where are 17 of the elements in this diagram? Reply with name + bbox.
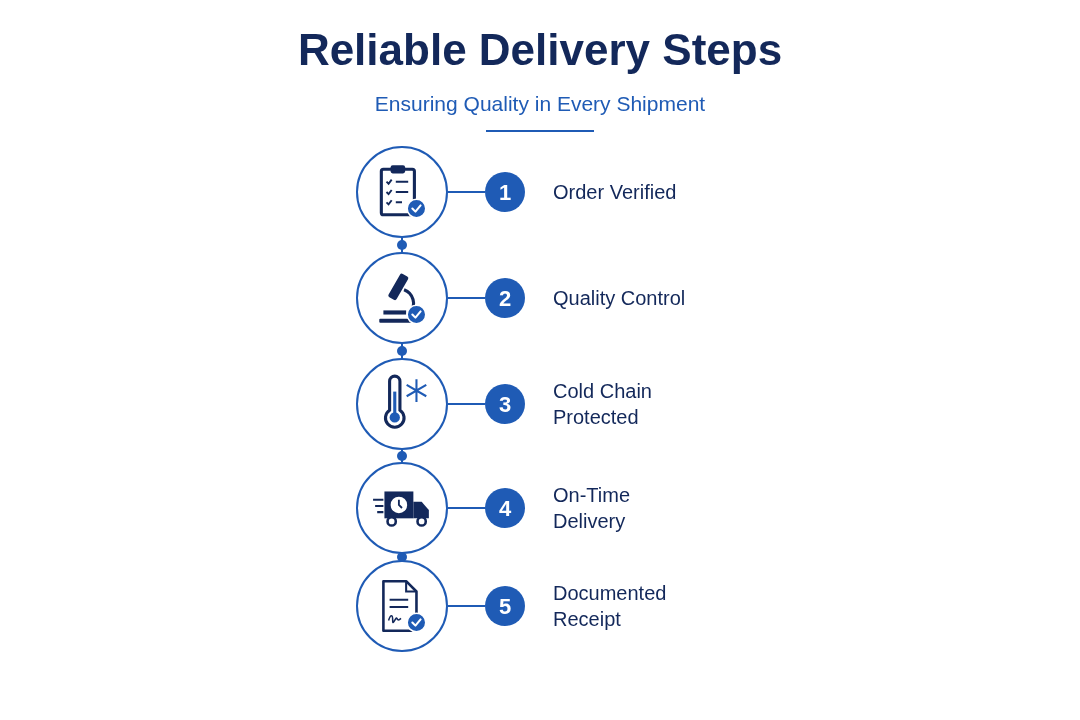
subtitle: Ensuring Quality in Every Shipment [373, 91, 707, 117]
connector-line [447, 191, 486, 193]
step-number: 5 [485, 586, 525, 626]
connector-line [447, 403, 486, 405]
step-number: 1 [485, 172, 525, 212]
step-label: Documented Receipt [553, 581, 668, 632]
step-label: Quality Control [553, 286, 687, 311]
step-label: Order Verified [553, 180, 678, 205]
step-number: 4 [485, 488, 525, 528]
step-label: On-Time Delivery [553, 483, 632, 534]
title: Reliable Delivery Steps [296, 24, 784, 76]
step-number: 3 [485, 384, 525, 424]
connector-line [447, 605, 486, 607]
connector-line [447, 297, 486, 299]
step-label: Cold Chain Protected [553, 379, 653, 430]
connector-line [447, 507, 486, 509]
step-number: 2 [485, 278, 525, 318]
